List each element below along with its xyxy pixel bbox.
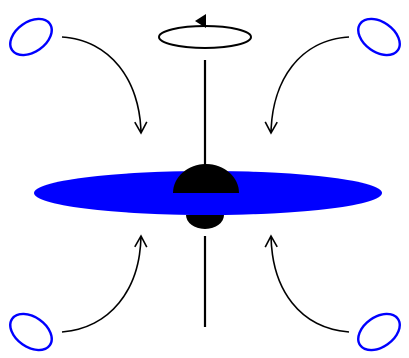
cloud-icon-bottom-right [352,307,407,358]
black-hole-upper-icon [173,164,239,193]
infall-arrow-top-left [62,37,141,133]
infall-arrow-bottom-right [271,236,349,332]
infall-arrow-top-right [271,37,349,133]
cloud-icon-bottom-left [4,307,59,358]
black-hole-lower-icon [186,215,224,229]
cloud-icon-top-right [352,12,407,63]
cloud-icon-top-left [4,12,59,63]
rotation-arrow-icon [159,14,251,48]
infall-arrow-bottom-left [62,236,141,332]
